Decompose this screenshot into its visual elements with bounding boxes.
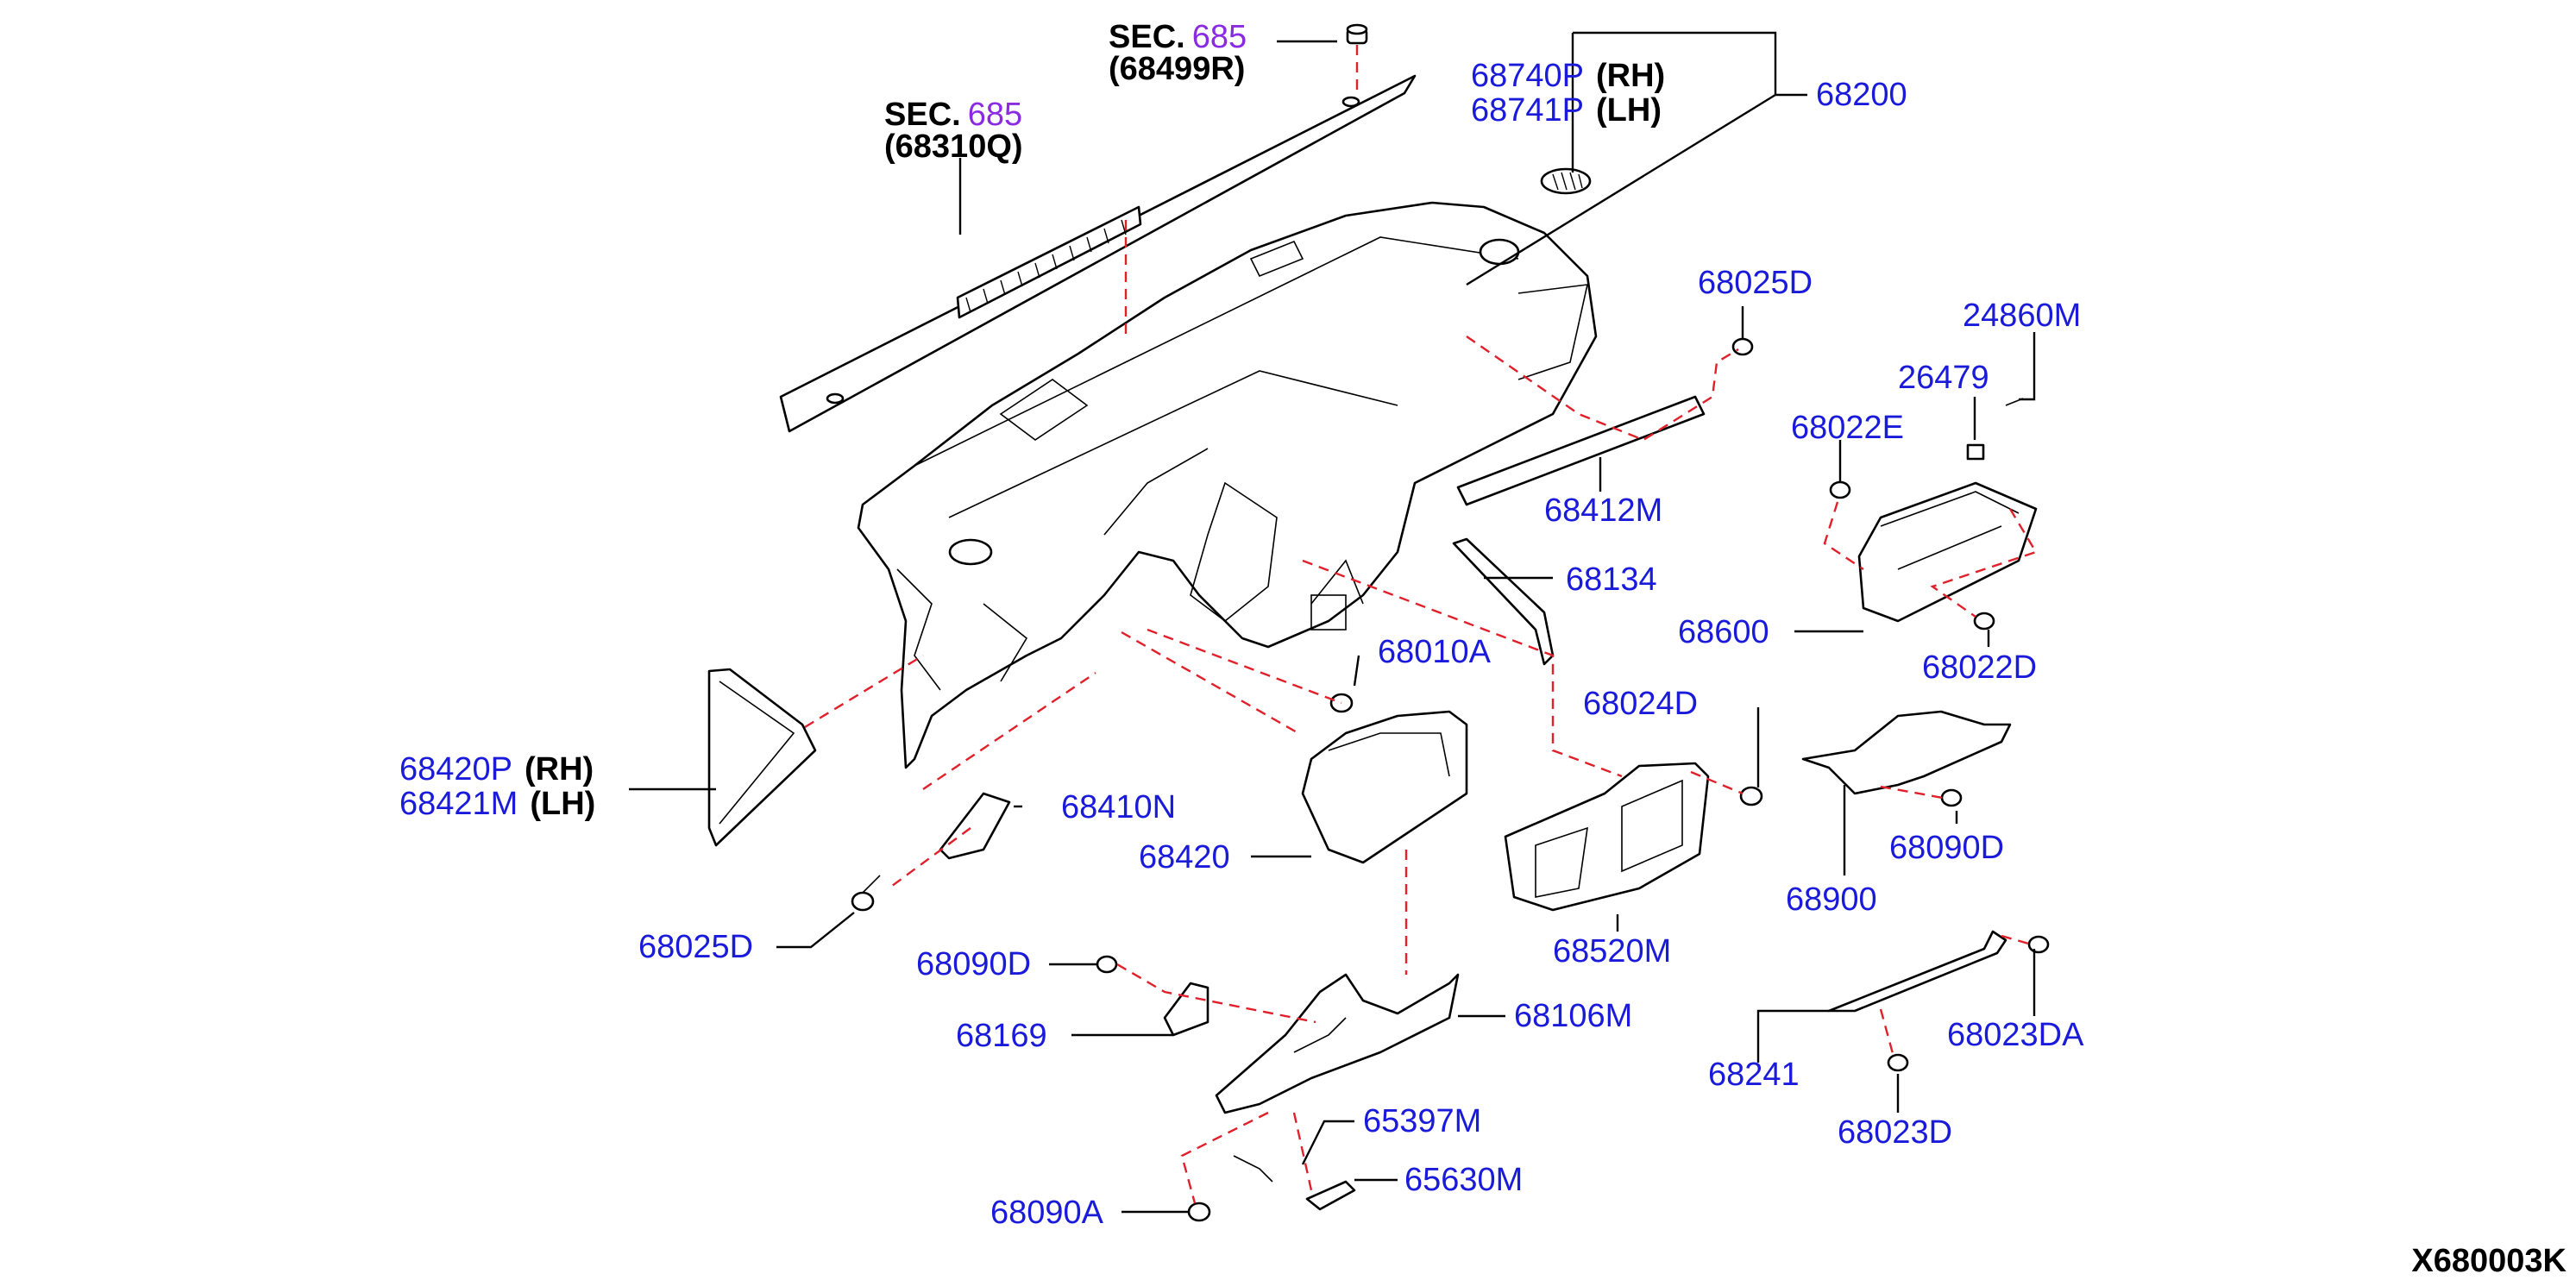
bracket-68241 (1827, 930, 2007, 1013)
side-note: (RH) (1596, 58, 1665, 94)
cluster-lid-68520M (1504, 762, 1710, 912)
bracket-68169 (1163, 982, 1209, 1037)
callout-68241[interactable]: 68241 (1708, 1057, 1800, 1093)
vent-68740P (1540, 167, 1592, 195)
clip-68499R (1346, 23, 1368, 45)
bolt-68025D-left (851, 875, 881, 912)
callout-68412M[interactable]: 68412M (1544, 493, 1662, 529)
callout-65630M[interactable]: 65630M (1404, 1162, 1523, 1198)
side-note: (LH) (530, 786, 595, 822)
finisher-68412M (1456, 395, 1706, 506)
callout-65397M[interactable]: 65397M (1363, 1103, 1481, 1139)
callout-68090D-right[interactable]: 68090D (1889, 830, 2004, 866)
callout-68520M[interactable]: 68520M (1553, 933, 1671, 969)
callout-68090D-left[interactable]: 68090D (916, 946, 1031, 982)
callout-68740P[interactable]: 68740P (RH) (1471, 58, 1665, 94)
callout-68090A[interactable]: 68090A (990, 1195, 1104, 1231)
lever-65397M (1233, 1155, 1273, 1183)
defroster-top-panel (779, 74, 1417, 433)
part-number[interactable]: 68740P (1471, 58, 1584, 94)
bolt-68090D-right (1940, 788, 1963, 807)
callout-68420P[interactable]: 68420P (RH) (399, 751, 594, 787)
section-prefix: SEC. (884, 97, 961, 133)
callout-68022D[interactable]: 68022D (1922, 649, 2037, 686)
callout-24860M[interactable]: 24860M (1963, 298, 2081, 334)
dashed-connectors (804, 45, 2038, 1204)
callout-68023D[interactable]: 68023D (1838, 1114, 1952, 1151)
diagram-id: X680003K (2411, 1243, 2567, 1279)
callout-68420[interactable]: 68420 (1139, 839, 1230, 875)
section-label-1[interactable]: SEC.685 (1109, 19, 1247, 55)
bolt-68023DA (2027, 935, 2050, 954)
callout-68200[interactable]: 68200 (1816, 77, 1907, 113)
bolt-68090A (1187, 1202, 1211, 1222)
callout-68741P[interactable]: 68741P (LH) (1471, 92, 1662, 129)
part-number[interactable]: 68741P (1471, 92, 1584, 129)
bracket-68410N (939, 792, 1011, 860)
callout-68023DA[interactable]: 68023DA (1947, 1017, 2084, 1053)
callout-68900[interactable]: 68900 (1786, 882, 1877, 918)
bolt-68022D (1973, 612, 1995, 631)
meter-hood-68420 (1301, 710, 1468, 864)
callout-68169[interactable]: 68169 (956, 1018, 1047, 1054)
callout-68410N[interactable]: 68410N (1061, 789, 1176, 825)
callout-26479[interactable]: 26479 (1898, 360, 1989, 396)
bolt-68023D (1887, 1053, 1909, 1072)
bolt-68024D (1739, 786, 1763, 806)
side-finisher-68420P (707, 668, 817, 847)
callout-68106M[interactable]: 68106M (1514, 998, 1632, 1034)
part-number[interactable]: 68421M (399, 786, 518, 822)
callout-68134[interactable]: 68134 (1566, 562, 1657, 598)
callout-68025D-left[interactable]: 68025D (638, 929, 753, 965)
switch-26479 (1966, 443, 1985, 461)
handle-65630M (1305, 1180, 1356, 1211)
callout-68600[interactable]: 68600 (1678, 614, 1769, 650)
bolt-68090D-left (1096, 955, 1118, 974)
callout-68025D-top[interactable]: 68025D (1698, 265, 1813, 301)
section-label-2[interactable]: SEC.685 (884, 97, 1022, 133)
callout-68022E[interactable]: 68022E (1791, 410, 1904, 446)
section-number[interactable]: 685 (1192, 19, 1247, 55)
side-note: (RH) (525, 751, 594, 787)
part-number[interactable]: 68420P (399, 751, 512, 787)
side-note: (LH) (1596, 92, 1662, 129)
section-ref: (68310Q) (884, 129, 1023, 165)
section-prefix: SEC. (1109, 19, 1185, 55)
bolt-68022E (1829, 480, 1851, 499)
leader-lines (629, 31, 2036, 1214)
callout-68024D[interactable]: 68024D (1583, 686, 1698, 722)
callout-68010A[interactable]: 68010A (1378, 634, 1492, 670)
glove-box-68600 (1857, 481, 2038, 623)
bolt-68025D-top (1731, 337, 1754, 356)
lower-cover-68106M (1215, 973, 1460, 1114)
cover-68900 (1801, 710, 2012, 795)
section-ref: (68499R) (1109, 51, 1245, 87)
section-number[interactable]: 685 (968, 97, 1022, 133)
callout-68421M[interactable]: 68421M (LH) (399, 786, 595, 822)
